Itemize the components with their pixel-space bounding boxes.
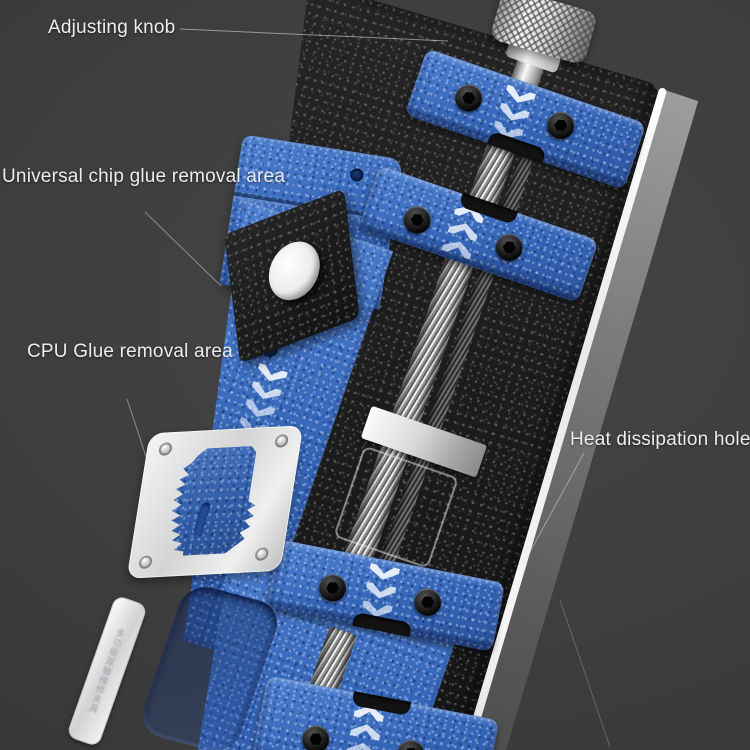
stencil-screw (138, 555, 154, 570)
chevron-down-icon (361, 563, 400, 620)
cpu-shaped-cutout (160, 445, 273, 557)
hex-screw (395, 737, 427, 750)
hex-screw (492, 230, 527, 265)
stencil-screw (254, 547, 270, 562)
annotation-heat-dissipation-hole: Heat dissipation hole (570, 429, 750, 450)
hex-screw (451, 80, 486, 116)
annotation-cpu-glue-removal-area: CPU Glue removal area (27, 341, 233, 362)
hex-screw (316, 572, 349, 604)
hex-screw (400, 202, 435, 238)
screw-hole (349, 167, 365, 183)
annotation-universal-chip-glue-removal-area: Universal chip glue removal area (2, 166, 286, 187)
stencil-screw (274, 434, 290, 448)
stencil-screw (157, 442, 173, 456)
pad-knob (265, 233, 323, 309)
hex-screw (411, 586, 444, 619)
annotation-adjusting-knob: Adjusting knob (48, 17, 176, 38)
cpu-glue-removal-stencil-plate (126, 425, 304, 579)
hex-screw (300, 723, 332, 750)
hex-screw (543, 108, 578, 143)
